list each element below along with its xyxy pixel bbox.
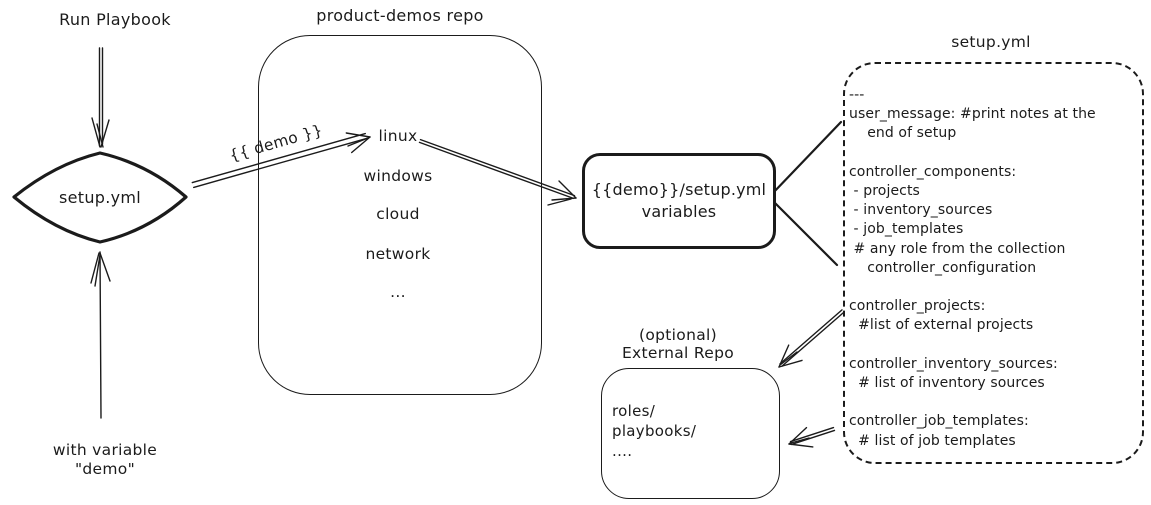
- line-variables-to-setup-bottom: [770, 198, 839, 267]
- variables-box-line1: {{demo}}/setup.yml: [591, 180, 767, 199]
- arrow-run-playbook: [91, 47, 110, 148]
- repo-item-cloud: cloud: [376, 205, 420, 223]
- setup-playbook-diamond: [12, 151, 188, 244]
- setup-playbook-diamond-label: setup.yml: [58, 188, 142, 207]
- line-variables-to-setup-top: [770, 120, 843, 196]
- demo-setup-variables-box: {{demo}}/setup.yml variables: [582, 153, 776, 249]
- repo-item-windows: windows: [363, 167, 433, 185]
- arrow-setup-to-external-lower: [788, 426, 836, 448]
- product-demos-repo-title: product-demos repo: [316, 6, 484, 25]
- setup-yml-title: setup.yml: [951, 33, 1031, 51]
- repo-item-linux: linux: [378, 127, 418, 145]
- arrow-with-variable: [90, 251, 111, 419]
- with-variable-label: with variable "demo": [52, 441, 158, 478]
- arrow-setup-to-external-upper: [778, 309, 845, 368]
- external-repo-title: (optional) External Repo: [621, 326, 735, 362]
- external-repo-content: roles/ playbooks/ ....: [612, 402, 697, 460]
- repo-item-ellipsis: ...: [390, 283, 406, 301]
- repo-item-network: network: [365, 245, 431, 263]
- run-playbook-label: Run Playbook: [59, 10, 171, 29]
- arrow-linux-to-variables: [418, 138, 577, 206]
- external-repo-box: [601, 368, 780, 499]
- setup-yml-dashed-box: [843, 62, 1144, 464]
- variables-box-line2: variables: [641, 202, 717, 221]
- arrow-demo-to-linux: [191, 132, 371, 189]
- setup-yml-content: --- user_message: #print notes at the en…: [849, 87, 1096, 449]
- product-demos-repo-box: [258, 35, 542, 395]
